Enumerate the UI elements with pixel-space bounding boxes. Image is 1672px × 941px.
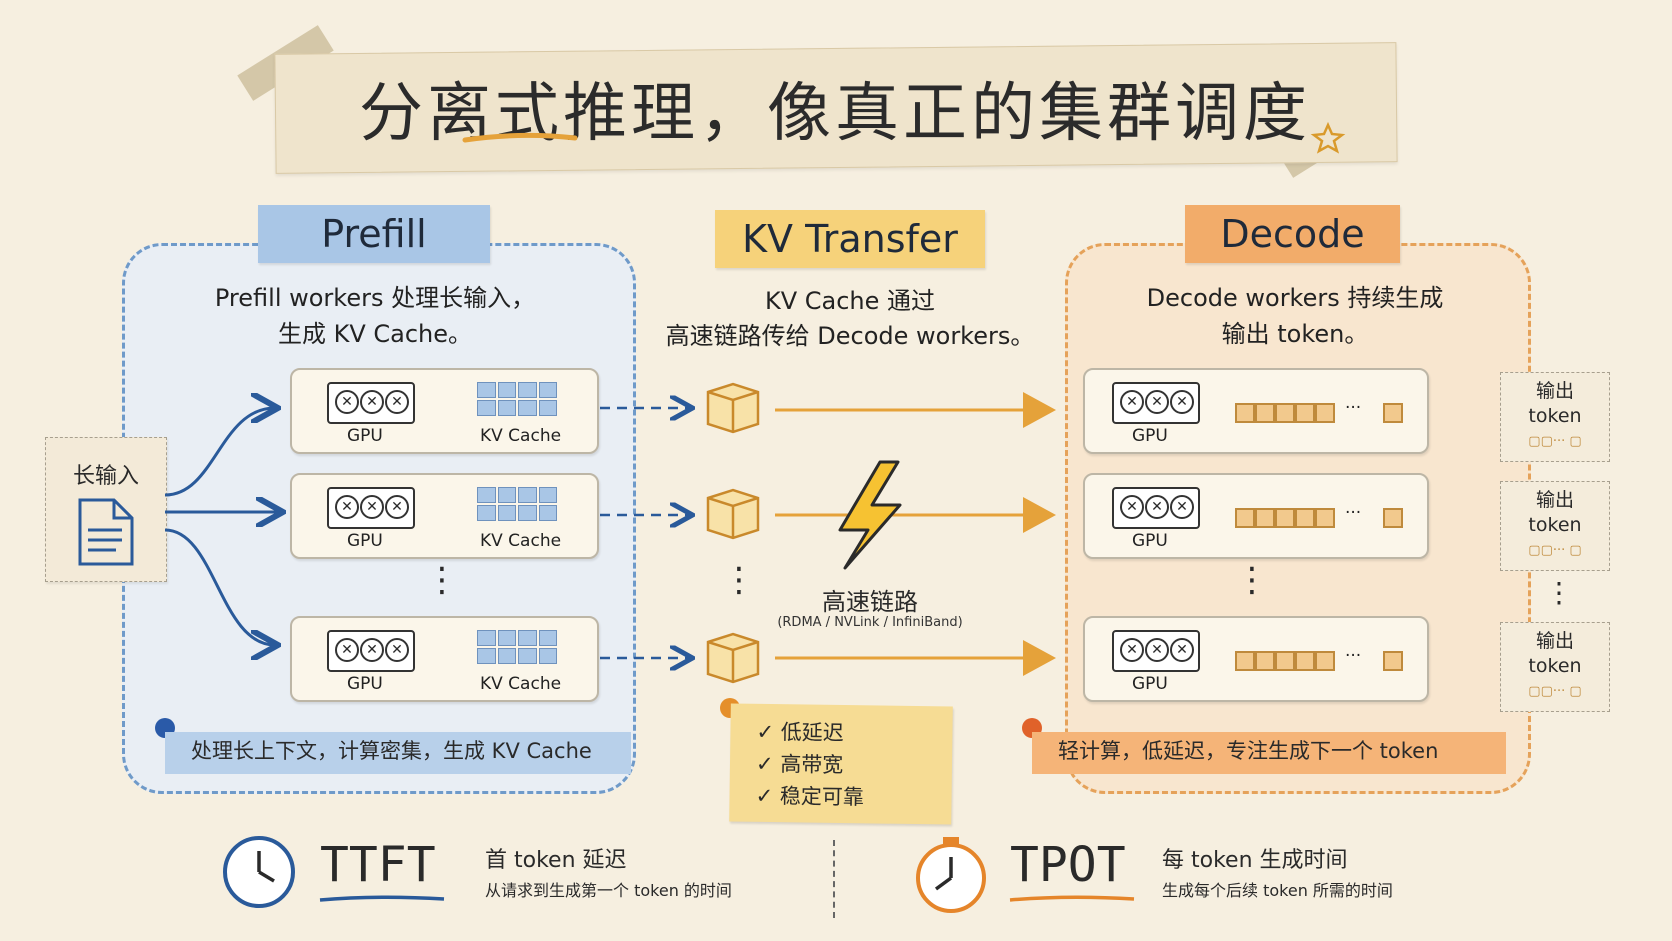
decode-note-text: 轻计算，低延迟，专注生成下一个 token — [1058, 739, 1439, 763]
long-input-card: 长输入 — [45, 437, 167, 582]
kv-cache-icon — [477, 630, 557, 664]
kv-cache-label: KV Cache — [480, 531, 562, 551]
gpu-icon: ✕✕✕ — [327, 382, 415, 424]
gpu-icon: ✕✕✕ — [1112, 630, 1200, 672]
decode-worker-card: ✕✕✕ GPU ··· — [1083, 616, 1429, 702]
check-item: ✓ 高带宽 — [755, 751, 844, 778]
kv-cache-label: KV Cache — [480, 674, 562, 694]
gpu-icon: ✕✕✕ — [1112, 382, 1200, 424]
long-input-label: 长输入 — [72, 464, 139, 489]
decode-description-line2: 输出 token。 — [1221, 320, 1369, 348]
tpot-title: 每 token 生成时间 — [1162, 848, 1348, 873]
tpot-name: TPOT — [1010, 837, 1126, 893]
prefill-note: 处理长上下文，计算密集，生成 KV Cache — [165, 732, 631, 774]
star-icon — [1310, 121, 1346, 154]
gpu-label: GPU — [347, 531, 383, 551]
package-icon — [706, 382, 760, 434]
prefill-tag: Prefill — [258, 205, 490, 263]
package-icon — [706, 632, 760, 684]
clock-icon — [223, 836, 295, 908]
kv-cache-icon — [477, 487, 557, 521]
decode-worker-card: ✕✕✕ GPU ··· — [1083, 473, 1429, 559]
gpu-label: GPU — [1132, 426, 1168, 446]
token-dots: ··· — [1345, 398, 1362, 418]
metrics-divider — [833, 840, 835, 918]
gpu-icon: ✕✕✕ — [1112, 487, 1200, 529]
token-dots: ··· — [1345, 646, 1362, 666]
check-icon: ✓ — [755, 751, 774, 777]
ttft-title: 首 token 延迟 — [485, 848, 627, 873]
decode-note: 轻计算，低延迟，专注生成下一个 token — [1032, 732, 1506, 774]
gpu-label: GPU — [1132, 531, 1168, 551]
transfer-checklist: ✓ 低延迟 ✓ 高带宽 ✓ 稳定可靠 — [729, 703, 953, 825]
ttft-subtitle: 从请求到生成第一个 token 的时间 — [485, 881, 732, 900]
transfer-description-line2: 高速链路传给 Decode workers。 — [665, 322, 1035, 350]
gpu-label: GPU — [347, 426, 383, 446]
gpu-label: GPU — [347, 674, 383, 694]
decode-tag: Decode — [1185, 205, 1400, 263]
page-title: 分离式推理，像真正的集群调度 — [359, 77, 1311, 151]
document-icon — [78, 498, 134, 566]
prefill-worker-card: ✕✕✕ GPU KV Cache — [290, 616, 599, 702]
kv-cache-icon — [477, 382, 557, 416]
check-item: ✓ 低延迟 — [756, 719, 844, 746]
transfer-tag: KV Transfer — [715, 210, 985, 268]
gpu-icon: ✕✕✕ — [327, 630, 415, 672]
decode-ellipsis: ⋮ — [1235, 560, 1269, 600]
gpu-icon: ✕✕✕ — [327, 487, 415, 529]
check-icon: ✓ — [755, 783, 774, 809]
kv-cache-label: KV Cache — [480, 426, 562, 446]
ttft-name: TTFT — [320, 837, 436, 893]
decode-description-line1: Decode workers 持续生成 — [1146, 284, 1444, 312]
prefill-worker-card: ✕✕✕ GPU KV Cache — [290, 368, 599, 454]
transfer-ellipsis: ⋮ — [722, 560, 756, 600]
tpot-subtitle: 生成每个后续 token 所需的时间 — [1162, 881, 1393, 900]
output-ellipsis: ⋮ — [1545, 576, 1573, 609]
check-icon: ✓ — [756, 719, 775, 745]
stopwatch-icon — [916, 837, 986, 913]
check-item: ✓ 稳定可靠 — [755, 783, 865, 810]
link-title: 高速链路 — [822, 588, 918, 616]
package-icon — [706, 488, 760, 540]
decode-worker-card: ✕✕✕ GPU ··· — [1083, 368, 1429, 454]
prefill-note-text: 处理长上下文，计算密集，生成 KV Cache — [191, 739, 592, 763]
ttft-underline — [319, 895, 445, 902]
gpu-label: GPU — [1132, 674, 1168, 694]
prefill-description-line2: 生成 KV Cache。 — [277, 320, 473, 348]
tpot-underline — [1009, 895, 1135, 902]
prefill-worker-card: ✕✕✕ GPU KV Cache — [290, 473, 599, 559]
lightning-icon — [838, 460, 902, 570]
transfer-description-line1: KV Cache 通过 — [764, 287, 936, 315]
link-subtitle: (RDMA / NVLink / InfiniBand) — [777, 615, 963, 630]
prefill-ellipsis: ⋮ — [425, 560, 459, 600]
prefill-description-line1: Prefill workers 处理长输入， — [214, 284, 536, 312]
token-dots: ··· — [1345, 503, 1362, 523]
